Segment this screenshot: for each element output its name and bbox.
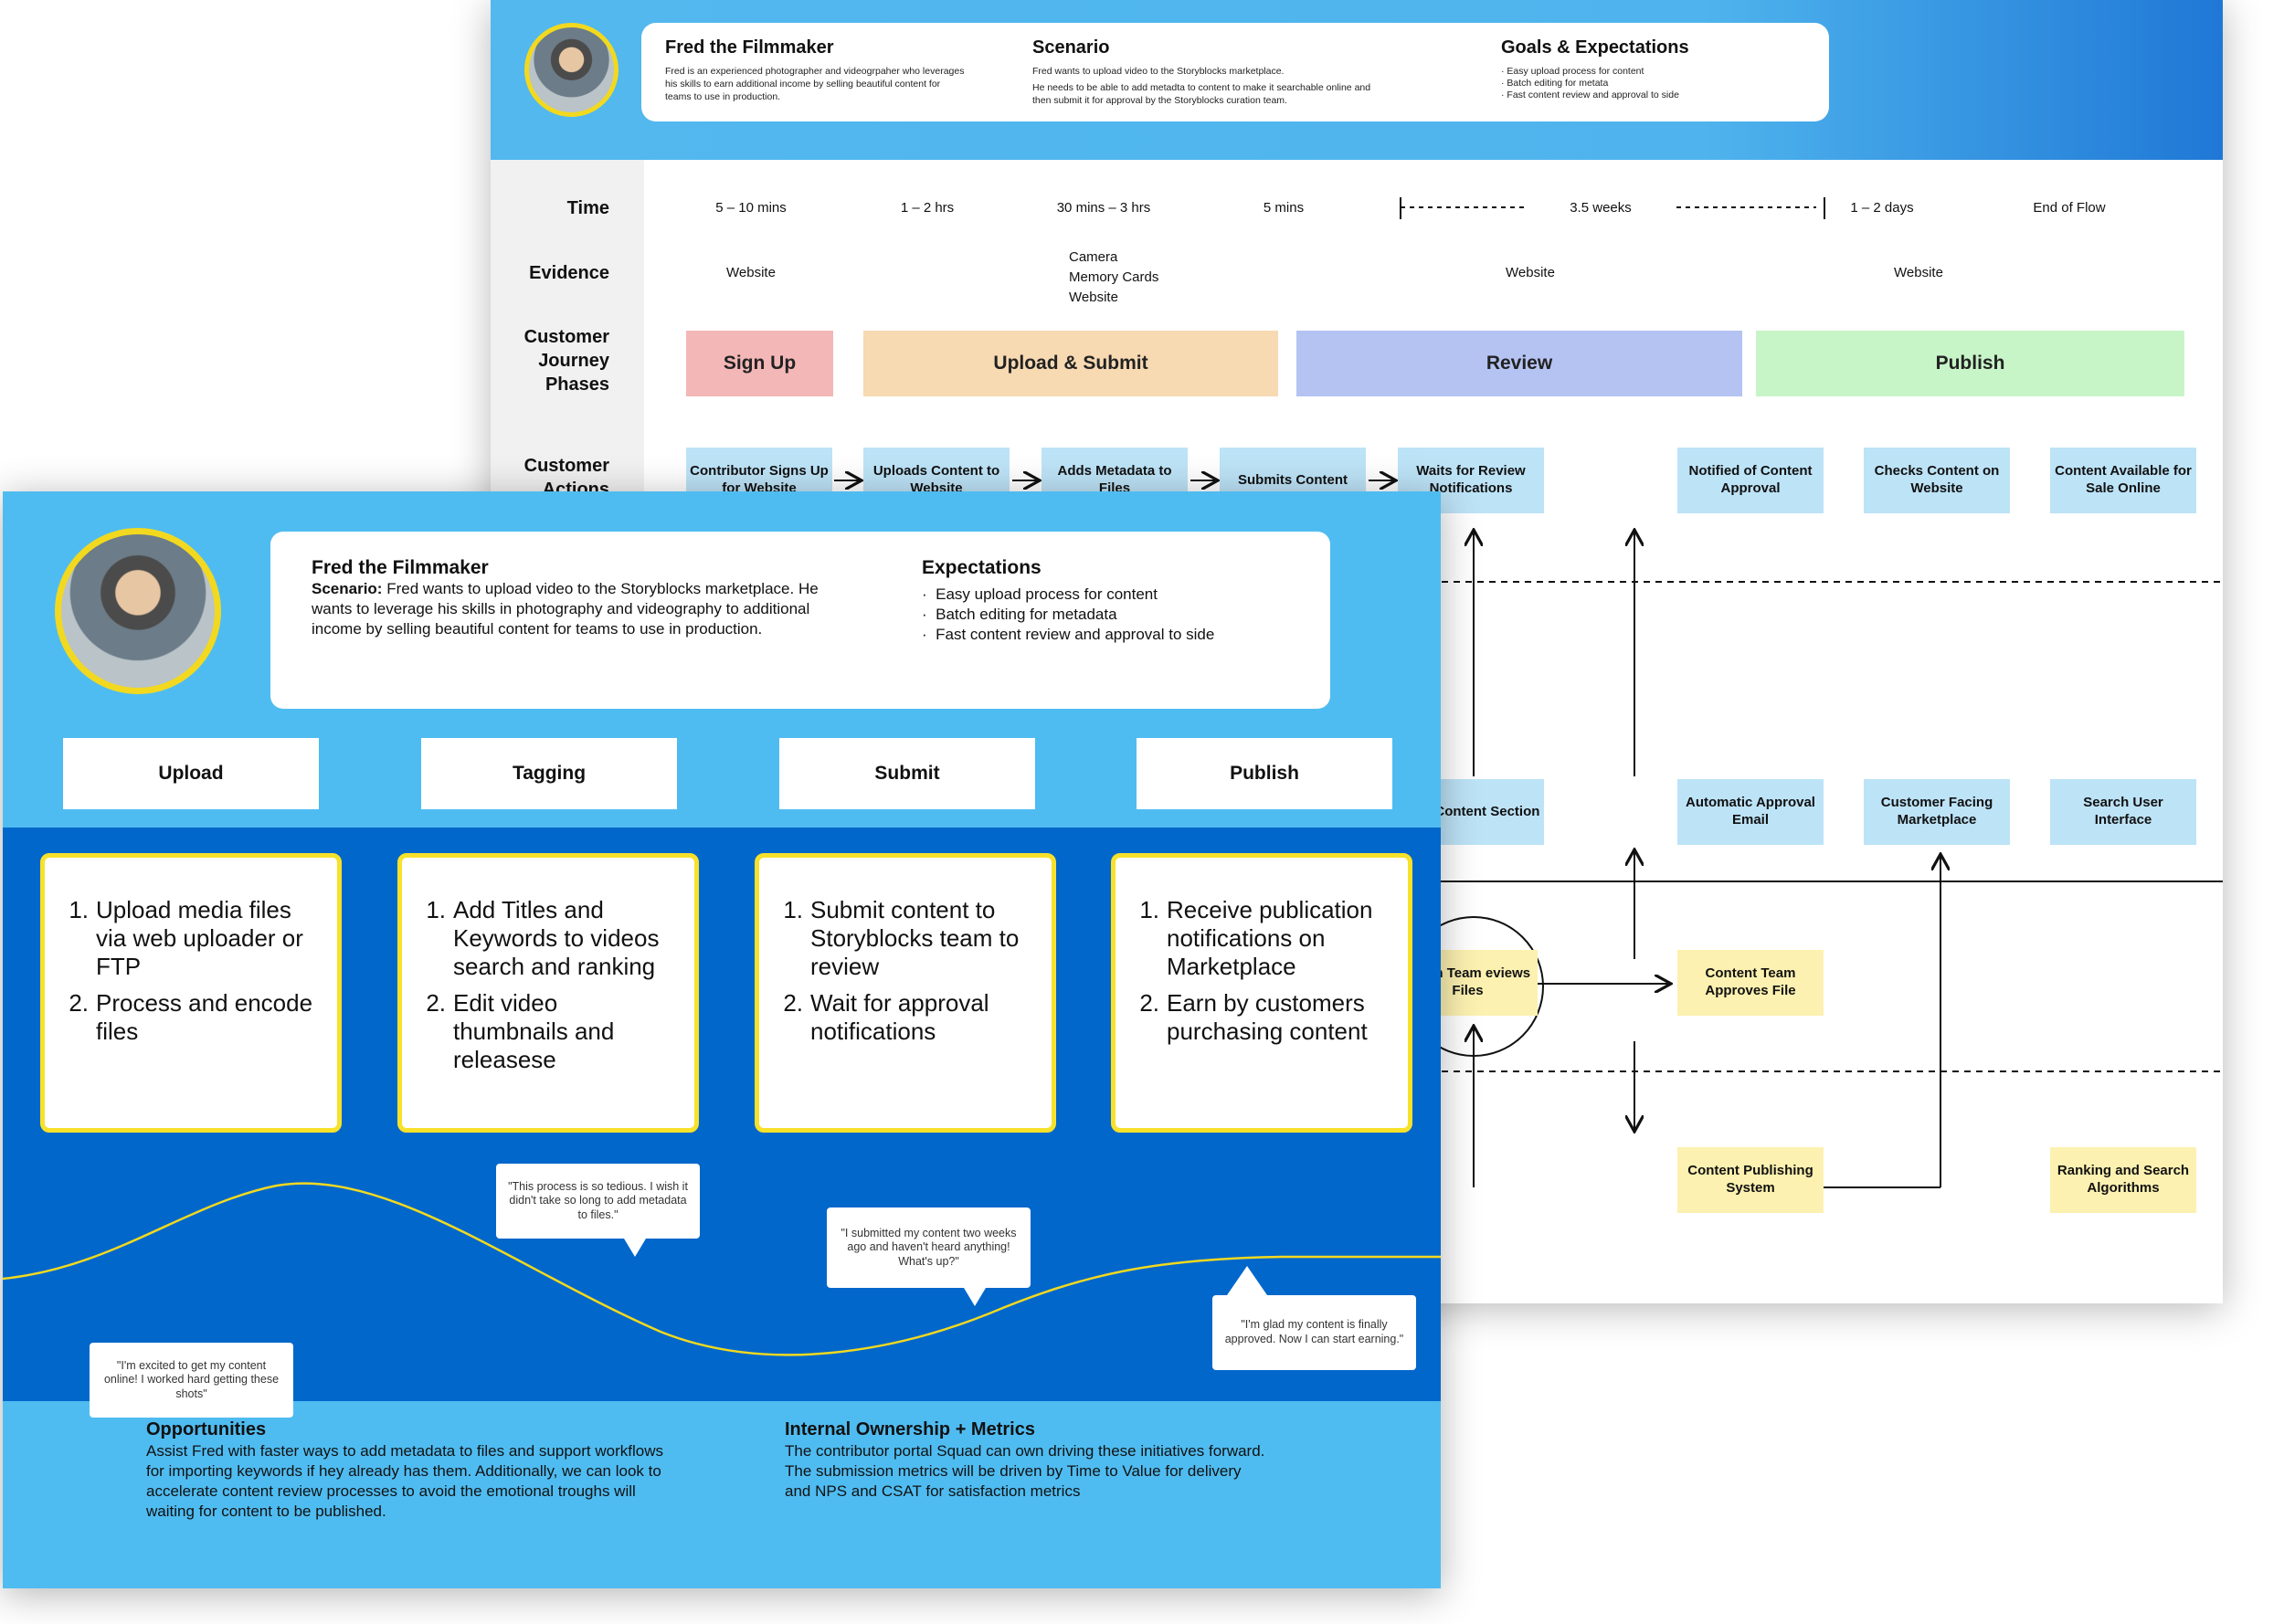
row-label-phases: Customer Journey Phases	[523, 327, 609, 395]
opportunities-text: Assist Fred with faster ways to add meta…	[146, 1442, 663, 1521]
persona-name: Fred the Filmmaker	[665, 37, 834, 58]
evidence-cell: Website	[1506, 265, 1555, 280]
persona-avatar	[524, 23, 619, 117]
quote-bubble: "I'm excited to get my content online! I…	[90, 1343, 293, 1418]
front-persona-card: Fred the Filmmaker Scenario: Fred wants …	[270, 532, 1330, 709]
goal-3: · Fast content review and approval to si…	[1501, 90, 1679, 100]
step-card-tagging: 1.Add Titles and Keywords to videos sear…	[397, 853, 699, 1133]
backstage-box: Content Team Approves File	[1677, 950, 1824, 1016]
time-cell: 30 mins – 3 hrs	[1056, 200, 1151, 216]
action-box: Content Available for Sale Online	[2050, 448, 2196, 513]
evidence-cell-multi: Camera Memory Cards Website	[1069, 249, 1159, 305]
time-cell-review: 3.5 weeks	[1528, 200, 1674, 216]
goal-1: · Easy upload process for content	[1501, 66, 1644, 77]
time-cell: 1 – 2 hrs	[900, 200, 955, 216]
quote-bubble: "This process is so tedious. I wish it d…	[496, 1164, 700, 1239]
expectation-item: · Easy upload process for content	[922, 585, 1158, 603]
stage-publish: Publish	[1137, 738, 1392, 809]
scenario-text: Scenario: Fred wants to upload video to …	[312, 580, 819, 638]
phase-publish: Publish	[1756, 331, 2184, 396]
time-cell: 5 mins	[1263, 200, 1305, 216]
expectation-item: · Fast content review and approval to si…	[922, 626, 1215, 644]
step-item: 1.Upload media files via web uploader or…	[69, 896, 303, 981]
persona-name: Fred the Filmmaker	[312, 557, 489, 578]
system-box: Content Publishing System	[1677, 1147, 1824, 1213]
step-item: 2.Process and encode files	[69, 988, 313, 1045]
row-label-time: Time	[566, 198, 609, 218]
time-cell: End of Flow	[2033, 200, 2106, 216]
emotion-curve	[3, 1182, 1441, 1356]
step-item: 2.Wait for approval notifications	[783, 988, 989, 1045]
time-cell: 1 – 2 days	[1850, 200, 1914, 216]
action-box: Submits Content	[1220, 448, 1366, 513]
step-card-publish: 1.Receive publication notifications on M…	[1111, 853, 1412, 1133]
system-box: Ranking and Search Algorithms	[2050, 1147, 2196, 1213]
ownership-title: Internal Ownership + Metrics	[785, 1419, 1035, 1439]
scenario-title: Scenario	[1032, 37, 1110, 58]
action-box: Checks Content on Website	[1864, 448, 2010, 513]
phase-upload-submit: Upload & Submit	[863, 331, 1278, 396]
row-label-evidence: Evidence	[529, 263, 609, 283]
expectations-title: Expectations	[922, 557, 1042, 578]
action-box: Notified of Content Approval	[1677, 448, 1824, 513]
scenario-line-2: He needs to be able to add metadta to co…	[1032, 82, 1371, 107]
phase-sign-up: Sign Up	[686, 331, 833, 396]
step-card-submit: 1.Submit content to Storyblocks team to …	[755, 853, 1056, 1133]
expectations-list: · Easy upload process for content · Batc…	[922, 585, 1214, 645]
support-box: Automatic Approval Email	[1677, 779, 1824, 845]
step-item: 1.Add Titles and Keywords to videos sear…	[426, 896, 660, 981]
support-box: Customer Facing Marketplace	[1864, 779, 2010, 845]
expectation-item: · Batch editing for metadata	[922, 606, 1117, 624]
time-cell: 5 – 10 mins	[715, 200, 787, 216]
goal-2: · Batch editing for metata	[1501, 78, 1609, 89]
scenario-line-1: Fred wants to upload video to the Storyb…	[1032, 66, 1285, 77]
persona-bio: Fred is an experienced photographer and …	[665, 66, 965, 103]
persona-avatar	[55, 528, 221, 694]
evidence-cell: Website	[726, 265, 776, 280]
step-item: 2.Edit video thumbnails and releasese	[426, 988, 615, 1073]
step-item: 2.Earn by customers purchasing content	[1139, 988, 1368, 1045]
stage-tagging: Tagging	[421, 738, 677, 809]
journey-map-summary: Fred the Filmmaker Scenario: Fred wants …	[3, 491, 1441, 1588]
goals-title: Goals & Expectations	[1501, 37, 1689, 58]
step-card-upload: 1.Upload media files via web uploader or…	[40, 853, 342, 1133]
ownership-text: The contributor portal Squad can own dri…	[785, 1442, 1265, 1501]
phase-review: Review	[1296, 331, 1742, 396]
support-box: Search User Interface	[2050, 779, 2196, 845]
evidence-cell: Website	[1894, 265, 1943, 280]
stage-submit: Submit	[779, 738, 1035, 809]
quote-bubble: "I submitted my content two weeks ago an…	[827, 1207, 1031, 1288]
quote-bubble: "I'm glad my content is finally approved…	[1212, 1295, 1416, 1370]
opportunities-title: Opportunities	[146, 1419, 267, 1439]
step-item: 1.Receive publication notifications on M…	[1139, 896, 1373, 981]
back-persona-card: Fred the Filmmaker Fred is an experience…	[641, 23, 1829, 121]
stage-upload: Upload	[63, 738, 319, 809]
step-item: 1.Submit content to Storyblocks team to …	[783, 896, 1020, 981]
